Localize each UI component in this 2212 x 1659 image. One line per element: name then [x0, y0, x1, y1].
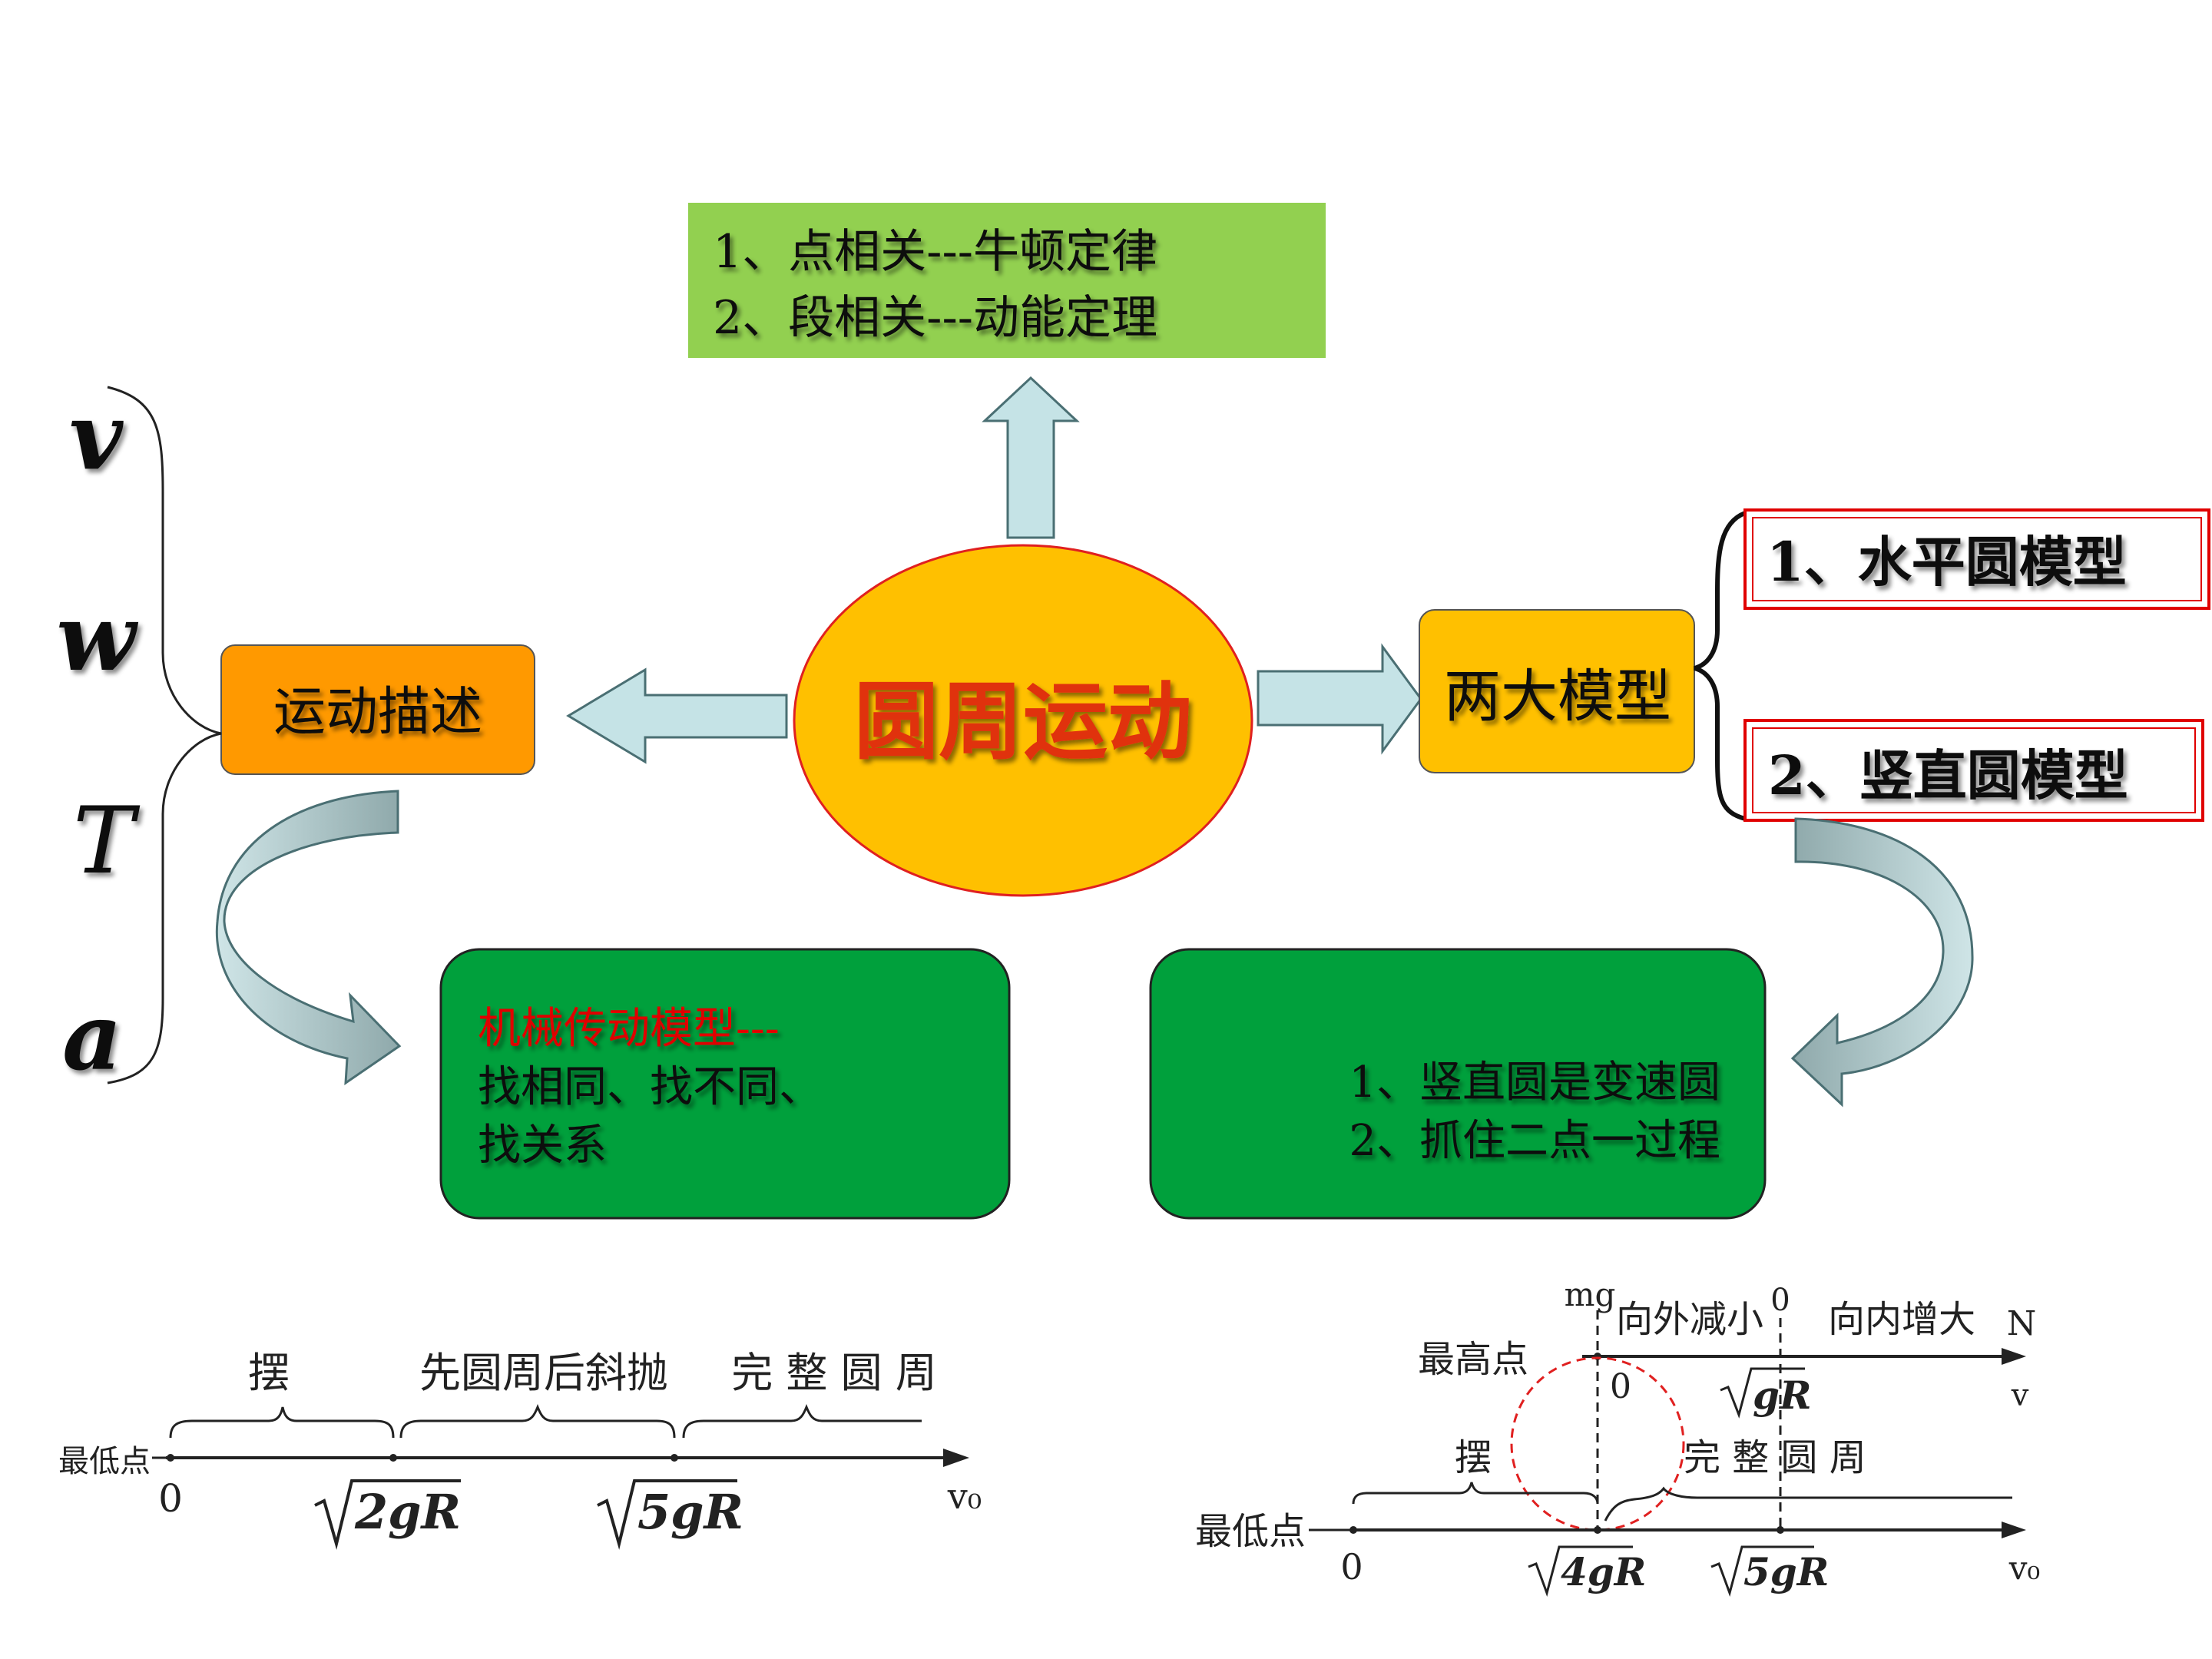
value-gR: gR — [1753, 1373, 1812, 1418]
outward-decrease-label: 向外减小 — [1616, 1298, 1763, 1341]
top-box: 1、点相关---牛顿定律 2、段相关---动能定理 — [688, 203, 1326, 358]
seg-swing-label: 摆 — [248, 1349, 290, 1397]
motion-description-box: 运动描述 — [220, 644, 535, 775]
highest-point-label: 最高点 — [1418, 1338, 1528, 1381]
sqrt-sign-5gR-right — [1710, 1545, 1814, 1597]
green-right-line2: 2、抓住二点一过程 — [1349, 1116, 1720, 1166]
value-4gR: 4gR — [1561, 1549, 1646, 1594]
zero-bottom-label: 0 — [1340, 1546, 1363, 1588]
green-right-line1: 1、竖直圆是变速圆 — [1349, 1058, 1720, 1108]
value-5gR-right: 5gR — [1743, 1549, 1829, 1594]
sqrt-sign-gR — [1720, 1367, 1805, 1419]
two-models-box: 两大模型 — [1419, 609, 1695, 773]
center-title: 圆周运动 — [854, 673, 1192, 771]
motion-description-label: 运动描述 — [273, 682, 482, 743]
full-circle-label: 完 整 圆 周 — [1684, 1436, 1866, 1479]
brace-seg3 — [682, 1403, 922, 1439]
lowest-point-label-right: 最低点 — [1195, 1510, 1306, 1553]
inward-increase-label: 向内增大 — [1828, 1298, 1975, 1341]
value-5gR: 5gR — [637, 1484, 743, 1540]
quantity-a: a — [62, 983, 122, 1091]
quantity-v: v — [69, 382, 124, 491]
curved-arrow-right — [1790, 817, 1974, 1108]
vertical-circle-notes-box: 1、竖直圆是变速圆 2、抓住二点一过程 — [1149, 948, 1767, 1220]
value-2gR: 2gR — [354, 1484, 461, 1540]
left-arrow — [566, 667, 788, 764]
top-box-line1: 1、点相关---牛顿定律 — [713, 225, 1157, 279]
zero-mid-label: 0 — [1610, 1367, 1631, 1406]
up-arrow — [982, 376, 1080, 539]
axis-end-v0-right: v₀ — [2008, 1549, 2041, 1587]
right-arrow — [1257, 643, 1422, 755]
zero-top-label: 0 — [1770, 1283, 1790, 1318]
mechanical-transmission-box: 机械传动模型--- 找相同、找不同、 找关系 — [439, 948, 1011, 1220]
swing-label: 摆 — [1455, 1436, 1492, 1479]
brace-seg1 — [169, 1406, 395, 1439]
vertical-circle-model: 2、竖直圆模型 — [1743, 719, 2204, 822]
axis-end-v0: v₀ — [947, 1475, 982, 1517]
curved-arrow-left — [215, 790, 402, 1085]
lowest-point-axis-left: 摆 先圆周后斜抛 完 整 圆 周 最低点 0 2gR 5gR v₀ — [58, 1349, 982, 1550]
green-left-red-line: 机械传动模型--- — [478, 1004, 780, 1054]
green-left-line3: 找关系 — [478, 1121, 607, 1171]
two-models-label: 两大模型 — [1444, 664, 1671, 730]
quantity-w: w — [56, 584, 138, 692]
green-left-line2: 找相同、找不同、 — [478, 1062, 822, 1112]
sqrt-sign-4gR — [1528, 1545, 1633, 1597]
vertical-circle-analysis: mg 向外减小 0 向内增大 N 最高点 0 gR v 摆 完 整 圆 周 最低… — [1195, 1276, 2041, 1597]
right-brace — [1694, 511, 1747, 821]
top-box-line2: 2、段相关---动能定理 — [713, 291, 1157, 345]
axis-zero: 0 — [158, 1476, 183, 1521]
seg-full-circle-label: 完 整 圆 周 — [731, 1349, 937, 1397]
center-node: 圆周运动 — [793, 544, 1253, 897]
quantity-T: T — [73, 788, 141, 895]
sqrt-sign-2gR — [314, 1479, 461, 1550]
brace-full — [1604, 1486, 2012, 1522]
dashed-circle — [1510, 1356, 1685, 1532]
brace-swing — [1352, 1482, 1599, 1505]
N-label: N — [2007, 1304, 2037, 1343]
horizontal-circle-label: 1、水平圆模型 — [1767, 530, 2127, 594]
brace-seg2 — [399, 1403, 676, 1439]
left-brace — [107, 386, 222, 1084]
horizontal-circle-model: 1、水平圆模型 — [1743, 508, 2210, 610]
lowest-point-label: 最低点 — [58, 1444, 151, 1479]
mg-label: mg — [1565, 1276, 1616, 1313]
vertical-circle-label: 2、竖直圆模型 — [1768, 743, 2128, 807]
v-label: v — [2011, 1378, 2029, 1413]
seg-circle-then-projectile-label: 先圆周后斜抛 — [419, 1349, 668, 1397]
sqrt-sign-5gR — [597, 1479, 737, 1550]
